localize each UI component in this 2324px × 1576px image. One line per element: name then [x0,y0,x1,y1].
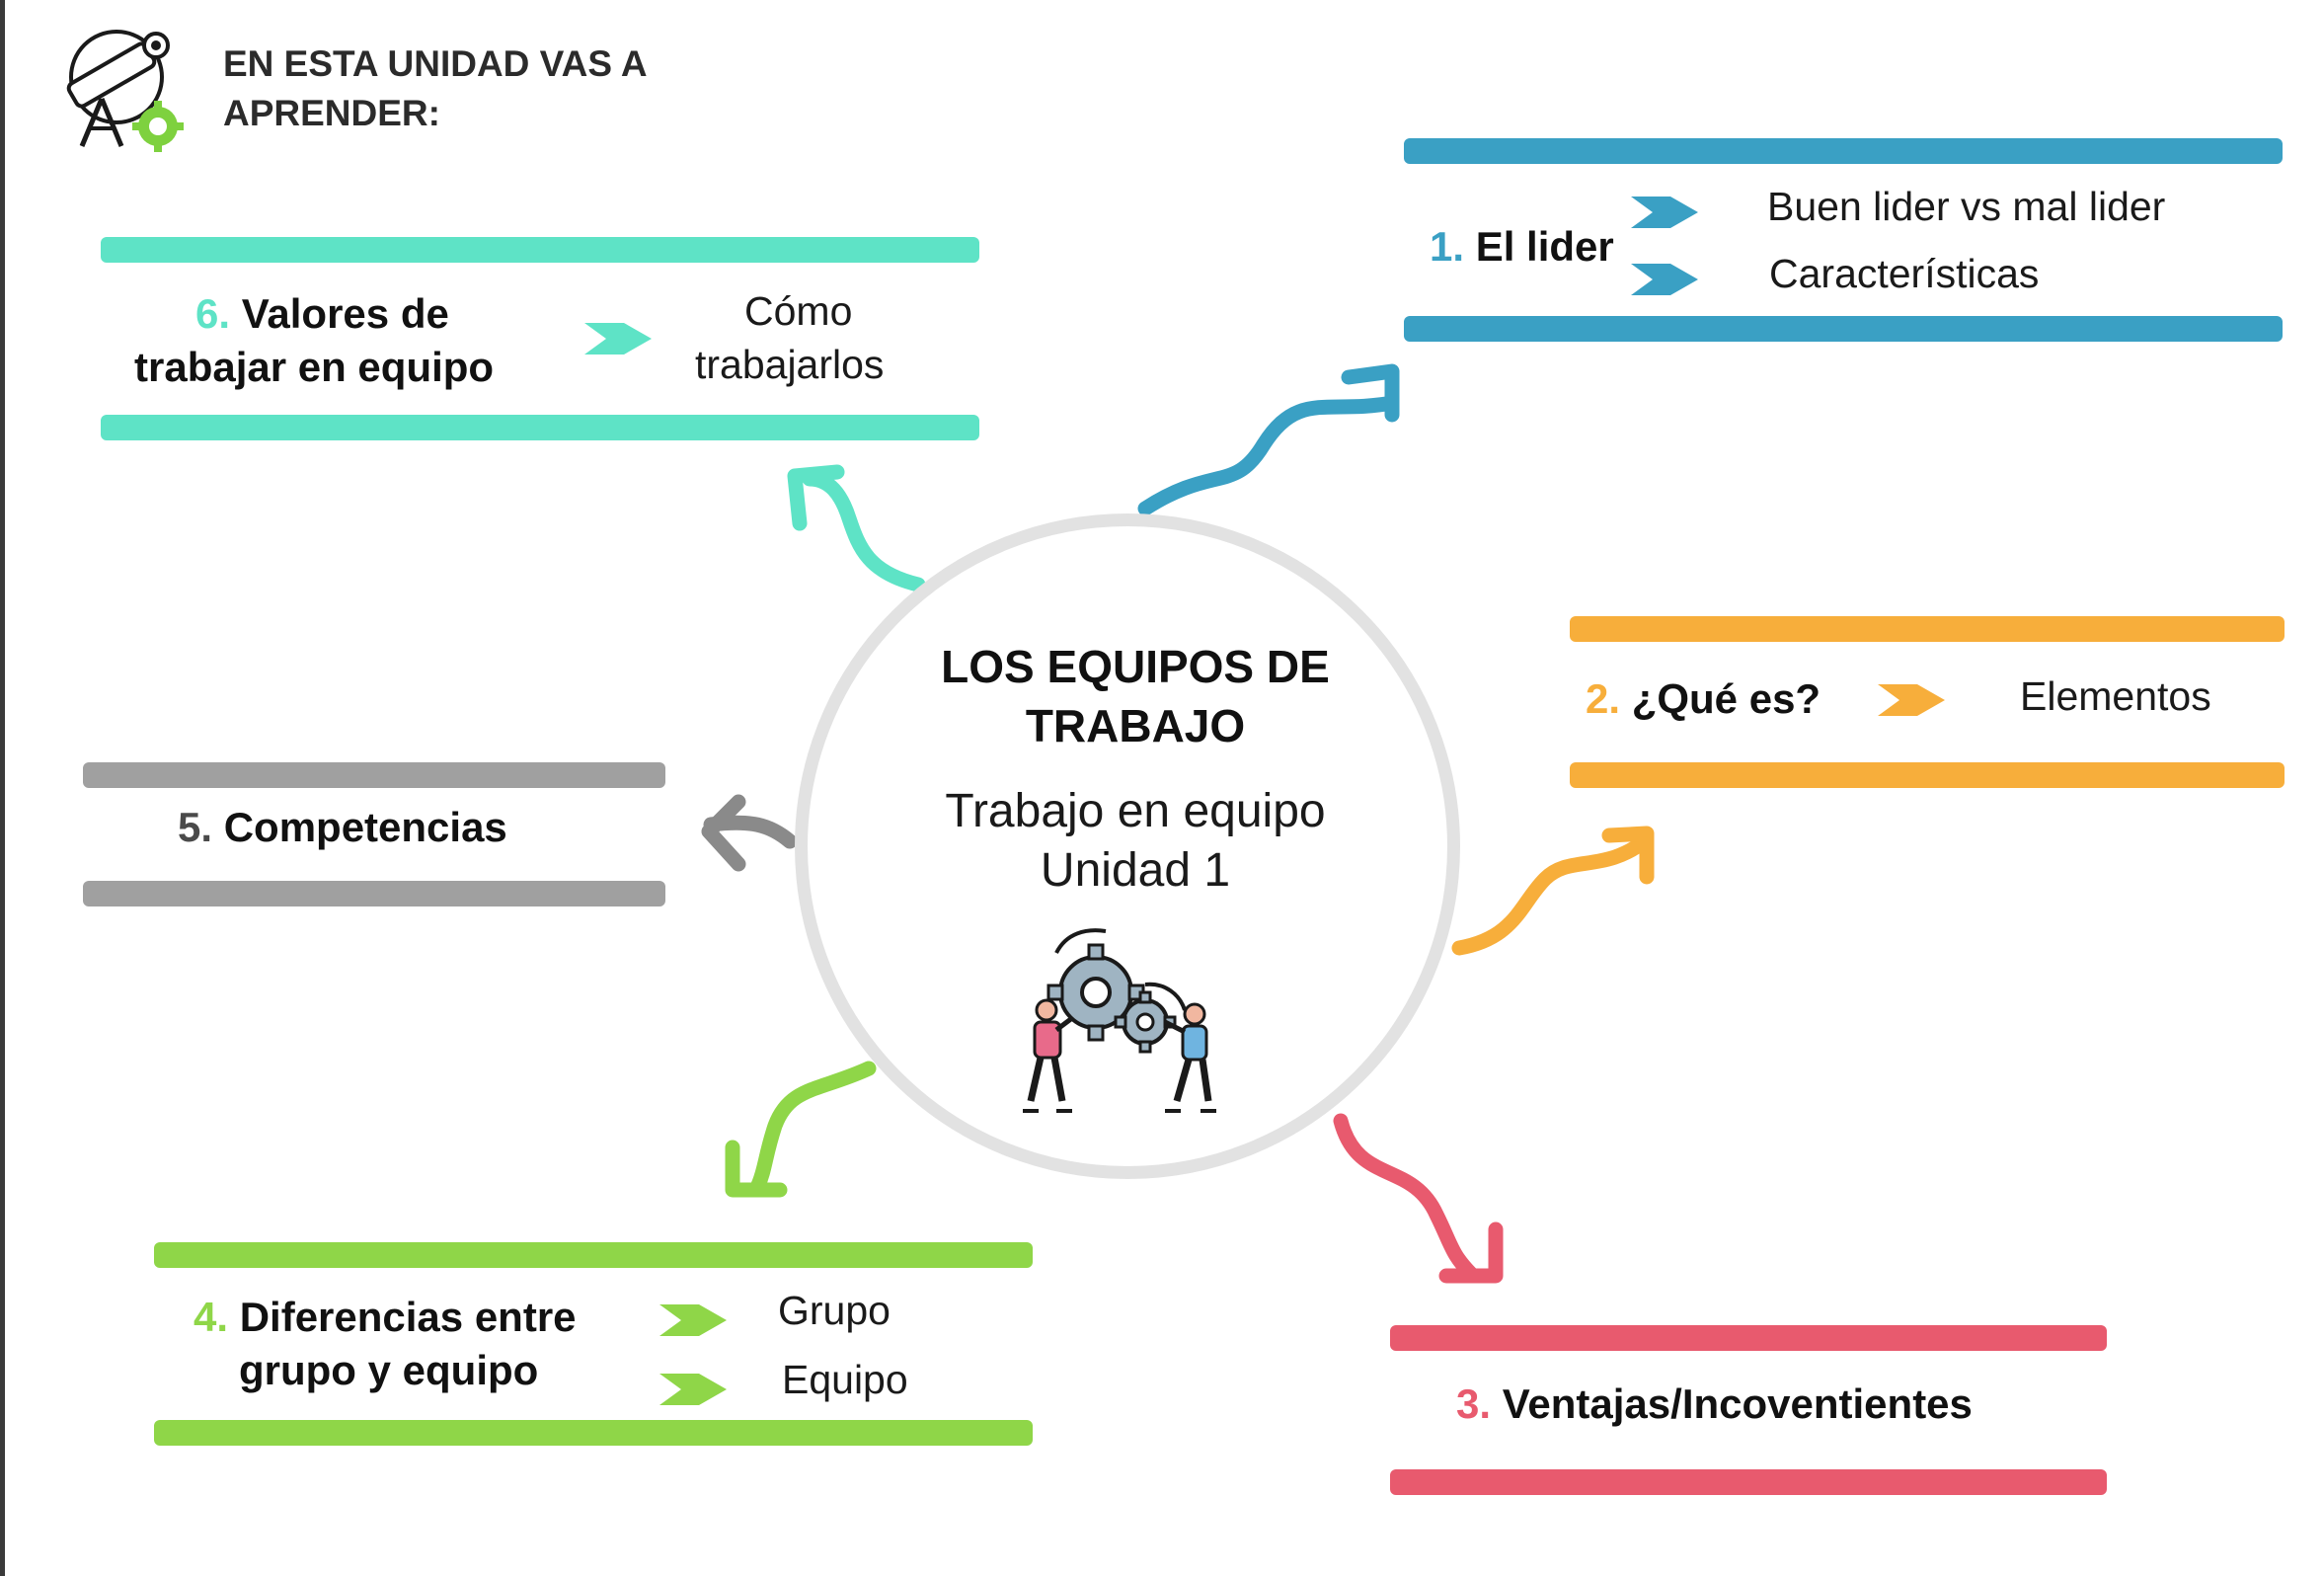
topic-6-top-bar [101,237,979,263]
topic-3-label: 3. Ventajas/Incoventientes [1456,1380,1973,1428]
arrowhead-topic-5 [701,794,746,872]
arrowhead-topic-4 [725,1140,788,1198]
topic-1-label: 1. El lider [1430,223,1614,271]
topic-3-number: 3. [1456,1380,1492,1427]
topic-6-label-line-1: 6. Valores de [195,290,449,338]
chevron-right-icon [1631,264,1698,295]
topic-1-top-bar [1404,138,2283,164]
chevron-right-icon [659,1374,727,1405]
topic-4-item-2: Equipo [782,1357,908,1402]
topic-4-title-line-1: Diferencias entre [239,1294,577,1340]
connector-topic-3 [1333,1113,1479,1282]
arrowhead-topic-3 [1438,1221,1504,1284]
topic-2-label: 2. ¿Qué es? [1586,675,1820,723]
teamwork-gears-icon [1023,928,1216,1113]
topic-6-title-line-2: trabajar en equipo [134,344,495,390]
topic-2-title: ¿Qué es? [1631,675,1821,722]
arrowhead-topic-1 [1341,363,1400,423]
topic-6-title-line-1: Valores de [241,290,449,337]
center-subtitle-line-2: Unidad 1 [1040,844,1231,897]
chevron-right-icon [1631,197,1698,228]
topic-1-item-2: Características [1769,251,2040,296]
topic-4-label-line-1: 4. Diferencias entre [194,1294,577,1341]
chevron-right-icon [1878,684,1945,716]
topic-1-title: El lider [1475,223,1614,270]
left-edge [0,0,5,1576]
topic-4-title-line-2: grupo y equipo [239,1347,539,1393]
arrowhead-topic-2 [1601,826,1655,885]
topic-2-number: 2. [1586,675,1621,722]
connector-topic-1 [1137,395,1400,516]
topic-5-label: 5. Competencias [178,804,507,851]
topic-3-bottom-bar [1390,1469,2107,1495]
topic-5-title: Competencias [223,804,507,850]
topic-1-number: 1. [1430,223,1465,270]
connector-topic-2 [1451,831,1655,956]
chevron-right-icon [659,1304,727,1336]
topic-5-number: 5. [178,804,213,850]
topic-4-item-1: Grupo [778,1288,891,1333]
center-subtitle: Trabajo en equipo Unidad 1 [879,782,1392,901]
center-title: LOS EQUIPOS DE TRABAJO [941,641,1330,751]
topic-6-number: 6. [195,290,231,337]
topic-5-bottom-bar [83,881,665,906]
topic-1-item-1: Buen lider vs mal lider [1767,184,2166,229]
chevron-right-icon [584,323,652,355]
connector-topic-6 [802,471,926,592]
telescope-gear-icon [66,30,184,152]
center-subtitle-line-1: Trabajo en equipo [945,785,1326,837]
topic-1-bottom-bar [1404,316,2283,342]
connector-topic-4 [750,1061,877,1193]
header-title: EN ESTA UNIDAD VAS A APRENDER: [223,43,647,133]
arrowhead-topic-6 [787,464,845,531]
topic-3-top-bar [1390,1325,2107,1351]
topic-2-item-1: Elementos [2020,673,2211,719]
topic-4-number: 4. [194,1294,229,1340]
topic-2-bottom-bar [1570,762,2285,788]
topic-2-top-bar [1570,616,2285,642]
topic-4-bottom-bar [154,1420,1033,1446]
topic-6-bottom-bar [101,415,979,440]
topic-6-item-line-1: Cómo [744,288,853,334]
topic-6-item-line-2: trabajarlos [695,342,885,387]
topic-3-title: Ventajas/Incoventientes [1502,1380,1973,1427]
topic-5-top-bar [83,762,665,788]
topic-4-top-bar [154,1242,1033,1268]
